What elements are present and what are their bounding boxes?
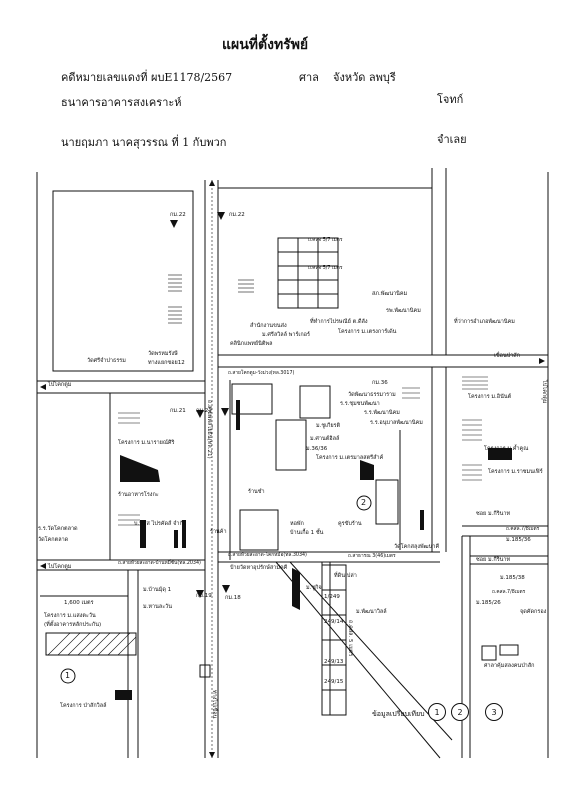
label-to-dam: ทางไปเขื่อน (211, 690, 217, 719)
label-hospital-pattana: รพ.พัฒนานิคม (386, 308, 421, 314)
label-project-inpat: โครงการ ม.อินันต์ (468, 394, 512, 400)
label-soi-718-2: ถ.คสล.7/8เมตร (492, 590, 526, 595)
label-m-185-36: ม.185/36 (506, 537, 531, 543)
label-distance-1600: 1,600 เมตร (64, 600, 94, 606)
label-restaurant: ร้านอาหารโรงกะ (118, 492, 159, 498)
label-wat-khok-talat: วัดโคกตลาด (38, 537, 69, 543)
km-marker-22-right: กม.22 (229, 212, 245, 218)
label-m-185-38: ม.185/38 (500, 575, 525, 581)
label-soi-57-1: ถ.ศลจ 5/7 เมตร (308, 238, 343, 243)
km-marker-18: กม.18 (225, 595, 241, 601)
label-district-office: ที่ว่าการอำเภอพัฒนานิคม (454, 319, 515, 325)
label-school-khok-talat: ร.ร.วัดโคกตลาด (38, 526, 78, 532)
label-post-office: ที่ทำการไปรษณีย์ ต.ดีลัง (310, 319, 368, 325)
label-to-khok-toom-1: ไปโคกตูม (48, 382, 72, 388)
label-company: บ.บีซีส ไปรคัดส์ จำกัด (134, 521, 187, 527)
label-plot-249-13: 249/13 (324, 659, 344, 665)
label-school-pattana-2: ร.ร.พัฒนานิคม (364, 410, 400, 416)
label-m-san-hill: ม.ศานต์ฮิลล์ (310, 436, 340, 442)
label-plot-249-15: 249/15 (324, 679, 344, 685)
marker-subject-property: 2 (361, 498, 367, 507)
label-ban-hu: บ้านเกื้อ 1 ชั้น (290, 530, 324, 536)
footer-note: ข้อมูลเปรียบเทียบ (372, 710, 425, 718)
label-m-36: ม.36/36 (306, 446, 328, 452)
court-province: จังหวัด ลพบุรี (333, 71, 396, 84)
label-clinic: คลินิกแพทย์นิติพล (230, 341, 273, 347)
label-m-chukit-2: ม.ชูกิจ (306, 585, 322, 591)
label-grocery: ร้านชำ (248, 489, 265, 495)
label-soi-57-2: ถ.ศลจ 5/7 เมตร (308, 266, 343, 271)
label-to-khok-toom-2: ไปโคกตูม (48, 564, 72, 570)
label-school-pattana-3: ร.ร.อนุบาลพัฒนานิคม (370, 420, 423, 426)
plaintiff-role: โจทก์ (437, 93, 464, 106)
label-land-office: (ที่ตั้งอาคารหลักประกัน) (44, 622, 102, 628)
label-wat-khok-salung: วัดโคกสลุงพัฒนาคี (394, 544, 440, 550)
label-plot-1-249: 1/249 (324, 594, 340, 600)
label-project-ket: โครงการ ม.เตรมาลสตรีสำค์ (316, 455, 384, 461)
label-police-pattana: สภ.พัฒนานิคม (372, 291, 408, 297)
label-road-2034: ถ.สายห้วยสะอาด-บ้านหมี่ซัน(ทล.2034) (118, 561, 201, 566)
label-soi-kiri-2: ซอย ม.กีรินาท (476, 557, 511, 563)
comparison-button-3[interactable]: 3 (485, 703, 503, 721)
label-m-tan-lae: ม.หานละวัน (143, 604, 173, 610)
label-wat-phrom: วัดพรหมรังษี (148, 351, 178, 357)
label-vacant-land: ที่ดินเปล่า (334, 573, 357, 579)
label-fire-station: ศาลาคุ้มสลงคนป่าสัก (484, 663, 535, 669)
km-marker-21b: กม.21 (170, 408, 186, 414)
label-dormitory: หอพัก (290, 521, 304, 527)
label-project-naraiyani: โครงการ ม.นารายณ์ศิริ (118, 440, 175, 446)
km-marker-36: กม.36 (372, 380, 388, 386)
label-to-chai-badan: เขื่อนป่าสัก (494, 353, 520, 359)
defendant-role: จำเลย (437, 133, 467, 146)
comparison-button-1[interactable]: 1 (428, 703, 446, 721)
comparison-button-2[interactable]: 2 (451, 703, 469, 721)
km-marker-19: กม.19 (196, 593, 212, 599)
label-project-kham: โครงการ ม.ค้ำคูณ (484, 446, 529, 452)
label-transport-office: สำนักงานขนส่ง (250, 323, 287, 329)
label-plot-249-14: 249/14 (324, 619, 344, 625)
defendant-name: นายฤมภา นาคสุวรรณ ที่ 1 กับพวก (61, 136, 227, 149)
label-soi-718-1: ถ.คสล.7/8เมตร (506, 527, 540, 532)
label-road-phahonyothin: ถ.สายพหลโยธิน(ทล.21) (206, 400, 212, 459)
label-villa: ม.ศรีลวิลล์ พาร์เกอร์ (262, 332, 310, 338)
label-m-pattana-villa: ม.พัฒนาวิลล์ (356, 609, 387, 615)
label-soi-kiri: ซอย ม.กีรินาท (476, 511, 511, 517)
label-shop: ร้านค้า (210, 529, 227, 535)
label-project-saeng: โครงการ ม.แสงตะวัน (44, 613, 96, 619)
label-m-ban-mud: ม.บ้านมุ้ดุ 1 (143, 587, 172, 593)
label-soi-5m: ถ.คสล. 5 เมตร (347, 620, 353, 657)
label-project-pasak: โครงการ ป่าสักวิลล์ (60, 703, 107, 709)
label-m-185-26: ม.185/26 (476, 600, 501, 606)
court-label: ศาล (299, 71, 319, 84)
plaintiff-name: ธนาคารอาคารสงเคราะห์ (61, 96, 182, 109)
label-to-khok-toom-3: ไปโคกตูม (541, 380, 547, 404)
label-m-chukiat: ม.ชูเกียรติ (316, 423, 341, 429)
label-tang-yaek: ทางแยกซอย12 (148, 360, 185, 366)
label-wat-sri: วัดศรีจำปาธรรม (87, 358, 126, 364)
label-checkpoint: จุดคัดกรอง (520, 609, 547, 615)
label-road-3m: ถ.สาธารณ 3(46)เมตร (348, 554, 396, 559)
label-kasem: คูรขับร้าน (338, 521, 362, 527)
km-marker-22-left: กม.22 (170, 212, 186, 218)
case-number: คดีหมายเลขแดงที่ ผบE1178/2567 (61, 71, 233, 84)
page-title: แผนที่ตั้งทรัพย์ (222, 37, 309, 53)
label-road-3017: ถ.สายโคกตูม-วังม่วง(ทล.3017) (228, 371, 295, 376)
label-road-3034: ถ.สายห้วยสะอาด-โคกหม้อ(ทล.3034) (228, 553, 307, 558)
label-wat-pattana: วัดพัฒนาธรรมาราม (348, 392, 396, 398)
marker-comparison-1: 1 (65, 671, 71, 680)
km-marker-21: กม.21 (196, 408, 212, 414)
label-school-pattana-1: ร.ร.ชุมชนพัฒนา (340, 401, 380, 407)
label-to-wat-khok: ป้ายวัดหาอุปรักษ์สามัคคี (230, 565, 288, 571)
label-project-ketsara: โครงการ ม.เตรงการ์เด้น (338, 329, 397, 335)
label-project-raj: โครงการ ม.ราชมนเฟิร์ (488, 469, 543, 475)
